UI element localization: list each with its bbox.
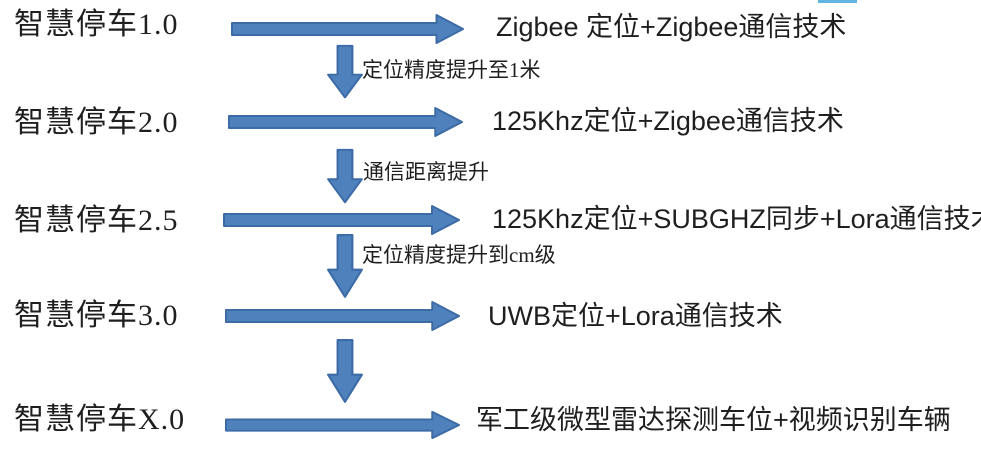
version-label-2: 智慧停车2.0	[14, 106, 179, 139]
transition-label-3: 定位精度提升到cm级	[362, 243, 556, 267]
right-arrow-icon	[223, 205, 460, 235]
tech-label-3: 125Khz定位+SUBGHZ同步+Lora通信技术	[492, 204, 981, 234]
down-arrow-icon	[327, 148, 363, 204]
transition-label-2: 通信距离提升	[363, 160, 489, 184]
version-label-4: 智慧停车3.0	[14, 299, 179, 332]
version-label-5: 智慧停车X.0	[14, 403, 186, 436]
tech-label-4: UWB定位+Lora通信技术	[488, 301, 783, 331]
version-label-1: 智慧停车1.0	[14, 8, 179, 41]
version-label-3: 智慧停车2.5	[14, 204, 179, 237]
down-arrow-icon	[327, 234, 363, 298]
right-arrow-icon	[230, 14, 465, 44]
right-arrow-icon	[224, 410, 461, 440]
down-arrow-icon	[327, 44, 363, 99]
top-edge-artifact	[818, 0, 857, 3]
tech-label-5: 军工级微型雷达探测车位+视频识别车辆	[476, 405, 951, 435]
right-arrow-icon	[224, 301, 461, 331]
transition-label-1: 定位精度提升至1米	[362, 58, 541, 82]
tech-label-2: 125Khz定位+Zigbee通信技术	[492, 106, 844, 136]
right-arrow-icon	[227, 107, 464, 137]
down-arrow-icon	[327, 339, 363, 403]
tech-label-1: Zigbee 定位+Zigbee通信技术	[496, 12, 847, 42]
